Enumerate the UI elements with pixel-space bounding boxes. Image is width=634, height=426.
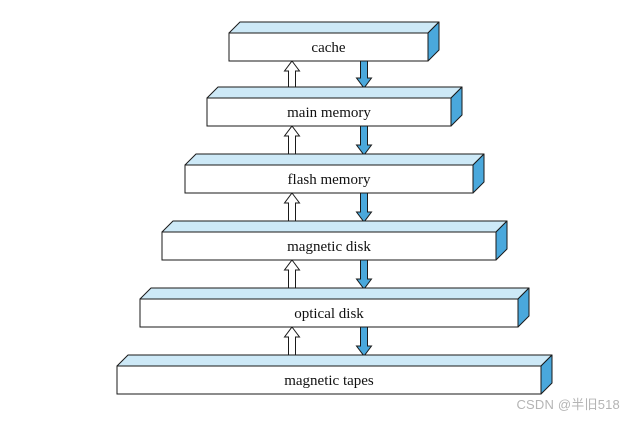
level-label: magnetic disk xyxy=(287,239,371,255)
level-label: flash memory xyxy=(288,172,371,188)
box-top-face xyxy=(139,287,530,300)
up-arrow-icon xyxy=(283,259,301,290)
box-front-face xyxy=(228,32,429,62)
level-label: optical disk xyxy=(294,306,364,322)
up-arrow-icon xyxy=(283,125,301,156)
watermark: CSDN @半旧518 xyxy=(516,397,620,412)
level-box: flash memory xyxy=(184,153,485,194)
down-arrow-icon xyxy=(355,192,373,223)
level-box: main memory xyxy=(206,86,463,127)
box-top-face xyxy=(161,220,508,233)
box-front-face xyxy=(184,164,474,194)
box-front-face xyxy=(116,365,542,395)
up-arrow-icon xyxy=(283,192,301,223)
level-label: main memory xyxy=(287,105,371,121)
level-box: cache xyxy=(228,21,440,62)
box-front-face xyxy=(139,298,519,328)
up-arrow-icon xyxy=(283,60,301,89)
box-front-face xyxy=(206,97,452,127)
level-label: magnetic tapes xyxy=(284,373,374,389)
level-box: magnetic tapes xyxy=(116,354,553,395)
box-front-face xyxy=(161,231,497,261)
down-arrow-icon xyxy=(355,326,373,357)
box-top-face xyxy=(116,354,553,367)
level-box: magnetic disk xyxy=(161,220,508,261)
down-arrow-icon xyxy=(355,259,373,290)
level-label: cache xyxy=(311,40,345,56)
level-box: optical disk xyxy=(139,287,530,328)
down-arrow-icon xyxy=(355,60,373,89)
down-arrow-icon xyxy=(355,125,373,156)
box-top-face xyxy=(206,86,463,99)
box-top-face xyxy=(228,21,440,34)
up-arrow-icon xyxy=(283,326,301,357)
box-top-face xyxy=(184,153,485,166)
